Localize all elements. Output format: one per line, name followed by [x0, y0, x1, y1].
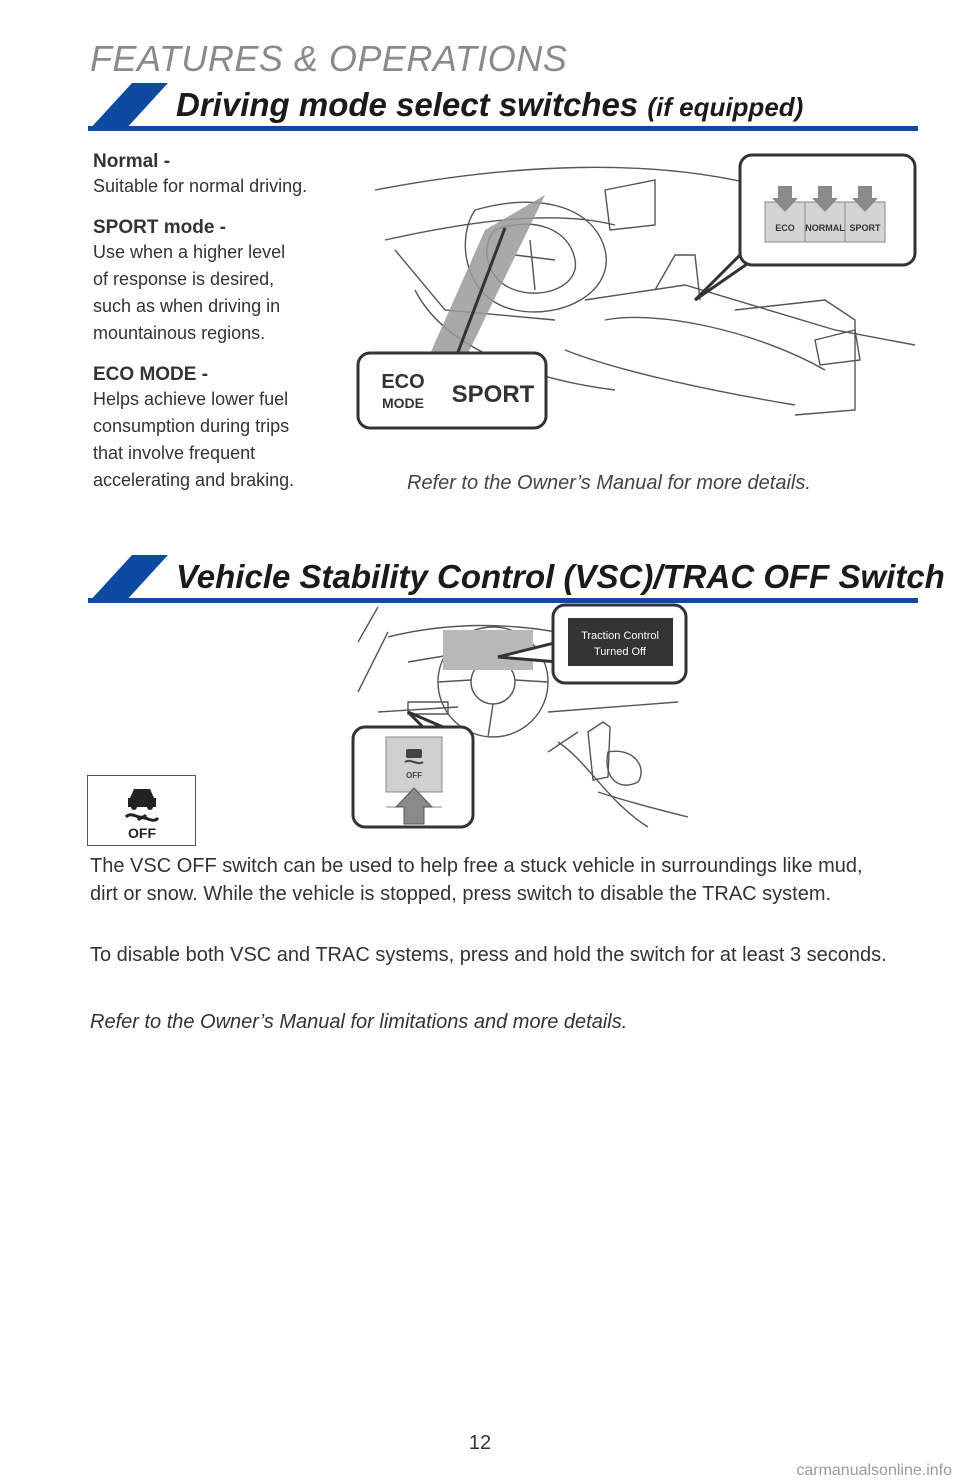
switch-label-sport: SPORT — [849, 223, 881, 233]
mode-desc-line: Suitable for normal driving. — [93, 176, 308, 196]
section-flag — [88, 83, 168, 131]
mode-desc-line: accelerating and braking. — [93, 470, 295, 490]
display-text-line1: Traction Control — [581, 630, 659, 642]
section-bar-vsc: Vehicle Stability Control (VSC)/TRAC OFF… — [88, 555, 945, 603]
mode-desc-line: of response is desired, — [93, 269, 275, 289]
indicator-eco-text: ECO — [381, 371, 424, 393]
mode-desc-line: that involve frequent — [93, 443, 256, 463]
mode-name: Normal — [93, 151, 159, 172]
switch-label-eco: ECO — [775, 223, 795, 233]
vsc-note: Refer to the Owner’s Manual for limitati… — [90, 1011, 628, 1033]
display-text-line2: Turned Off — [594, 646, 647, 658]
mode-desc-line: Helps achieve lower fuel — [93, 389, 289, 409]
mode-desc-line: mountainous regions. — [93, 323, 266, 343]
page-header: FEATURES & OPERATIONS — [90, 38, 568, 79]
mode-desc-line: consumption during trips — [93, 416, 290, 436]
page-number: 12 — [468, 1432, 492, 1454]
section-title-text: Driving mode select switches — [176, 86, 639, 123]
vsc-paragraph-1: The VSC OFF switch can be used to help f… — [90, 855, 863, 905]
mode-desc-line: such as when driving in — [93, 296, 281, 316]
mode-name: SPORT mode — [93, 217, 215, 238]
vsc-off-badge: OFF — [87, 775, 196, 846]
vsc-illustration: Traction Control Turned Off OFF — [351, 603, 689, 829]
mode-desc-line: Use when a higher level — [93, 242, 286, 262]
mode-name: ECO MODE — [93, 364, 197, 385]
mode-normal: Normal - Suitable for normal driving. — [93, 151, 343, 200]
section-bar-driving-mode: Driving mode select switches (if equippe… — [88, 83, 918, 131]
driving-mode-caption: Refer to the Owner’s Manual for more det… — [407, 472, 811, 494]
indicator-sport-text: SPORT — [452, 381, 535, 408]
switch-off-label: OFF — [406, 771, 422, 780]
section-title-driving-mode: Driving mode select switches (if equippe… — [176, 86, 803, 124]
dashboard-illustration: ECO NORMAL SPORT ECO MODE SPORT — [356, 153, 917, 430]
mode-sport: SPORT mode - Use when a higher level of … — [93, 217, 343, 347]
vsc-off-icon: OFF — [124, 789, 160, 841]
section-title-vsc: Vehicle Stability Control (VSC)/TRAC OFF… — [176, 558, 945, 595]
vsc-paragraph-2: To disable both VSC and TRAC systems, pr… — [90, 944, 887, 966]
mode-eco: ECO MODE - Helps achieve lower fuel cons… — [93, 364, 343, 494]
switch-label-normal: NORMAL — [805, 223, 845, 233]
section-title-suffix: (if equipped) — [647, 92, 804, 122]
badge-off-label: OFF — [128, 825, 156, 841]
vsc-switch-icon — [404, 749, 424, 765]
watermark: carmanualsonline.info — [796, 1462, 952, 1479]
indicator-mode-text: MODE — [382, 395, 424, 411]
section-flag — [88, 555, 168, 603]
section-underline — [88, 598, 918, 603]
section-underline — [88, 126, 918, 131]
